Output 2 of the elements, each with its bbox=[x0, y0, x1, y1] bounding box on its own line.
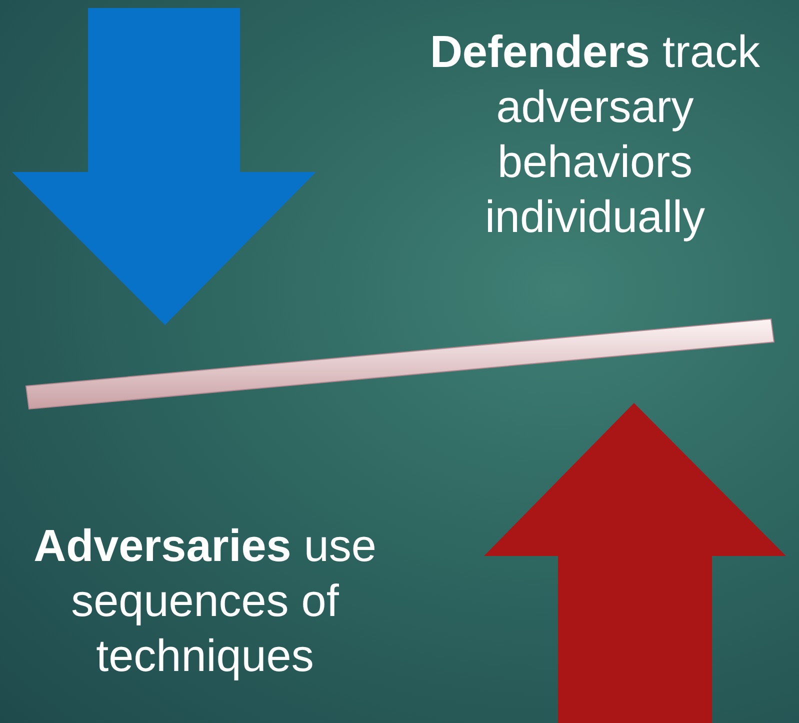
defender-text: Defenders track adversary behaviors individually bbox=[428, 25, 762, 244]
adversary-text: Adversaries use sequences of techniques bbox=[32, 519, 378, 683]
